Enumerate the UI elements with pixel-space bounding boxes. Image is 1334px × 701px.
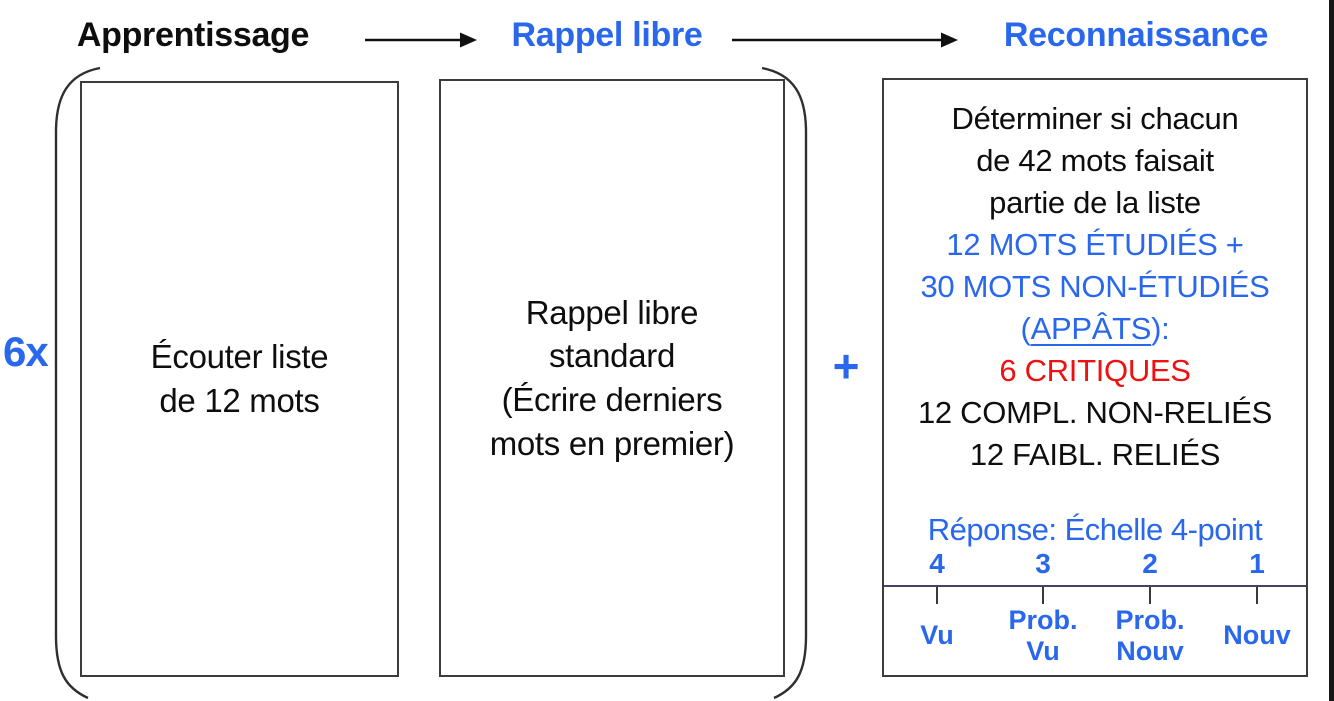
lures-line: (APPÂTS):: [884, 308, 1306, 350]
critical-lures-line: 6 CRITIQUES: [999, 353, 1191, 388]
lures-close-paren: ):: [1151, 311, 1170, 346]
scale-label-probably-new-line-2: Nouv: [1116, 636, 1184, 666]
scale-label-new: Nouv: [1202, 604, 1312, 668]
recognition-box: Déterminer si chacun de 42 mots faisait …: [882, 78, 1308, 677]
arrowhead-learning-to-recall-icon: [460, 32, 477, 48]
learning-box-text: Écouter liste de 12 mots: [82, 83, 397, 675]
scale-tick-3: [1042, 587, 1044, 604]
scale-tick-2: [1149, 587, 1151, 604]
phase-title-free-recall: Rappel libre: [511, 16, 703, 54]
arrowhead-recall-to-recognition-icon: [941, 32, 958, 48]
recall-line-1: Rappel libre: [525, 293, 699, 331]
scale-label-probably-seen-line-1: Prob.: [1008, 604, 1078, 635]
scale-label-probably-seen: Prob. Vu: [988, 604, 1098, 668]
scale-number-4: 4: [929, 548, 945, 579]
recognition-intro-line-2: de 42 mots faisait: [976, 143, 1214, 178]
learning-box: Écouter liste de 12 mots: [80, 81, 399, 677]
recall-line-4: mots en premier): [489, 424, 735, 462]
scale-number-2: 2: [1142, 548, 1158, 579]
learning-line-1: Écouter liste: [150, 338, 329, 376]
recall-line-3: (Écrire derniers: [501, 381, 723, 418]
scale-label-probably-new-line-1: Prob.: [1115, 604, 1185, 635]
scale-tick-1: [1256, 587, 1258, 604]
scale-number-1: 1: [1249, 548, 1265, 579]
studied-words-line: 12 MOTS ÉTUDIÉS +: [946, 227, 1244, 262]
unrelated-lures-line: 12 COMPL. NON-RELIÉS: [917, 395, 1273, 430]
free-recall-box: Rappel libre standard (Écrire derniers m…: [439, 79, 785, 677]
lures-open-paren: (: [1020, 311, 1031, 346]
lures-word: APPÂTS: [1030, 311, 1152, 346]
recognition-intro-line-3: partie de la liste: [989, 185, 1201, 220]
repeat-6x-label: 6x: [3, 328, 49, 375]
scale-tick-4: [936, 587, 938, 604]
scale-label-seen: Vu: [882, 604, 992, 668]
scale-label-probably-new: Prob. Nouv: [1095, 604, 1205, 668]
learning-line-2: de 12 mots: [159, 382, 320, 419]
scale-number-3: 3: [1035, 548, 1051, 579]
scale-axis-line: [884, 585, 1306, 587]
phase-title-recognition: Reconnaissance: [1003, 16, 1269, 54]
slide-right-border: [1329, 0, 1334, 701]
scale-label-probably-seen-line-2: Vu: [1026, 636, 1060, 666]
recall-line-2: standard: [548, 337, 676, 375]
recognition-box-text: Déterminer si chacun de 42 mots faisait …: [884, 80, 1306, 476]
phase-title-learning: Apprentissage: [76, 16, 310, 54]
response-scale-title: Réponse: Échelle 4-point: [927, 512, 1263, 547]
recognition-intro-line-1: Déterminer si chacun: [951, 101, 1239, 136]
scale-label-seen-line-1: Vu: [920, 620, 954, 651]
scale-label-new-line-1: Nouv: [1223, 620, 1291, 651]
nonstudied-words-line: 30 MOTS NON-ÉTUDIÉS: [920, 269, 1270, 304]
plus-sign: +: [832, 340, 860, 392]
weakly-related-lures-line: 12 FAIBL. RELIÉS: [969, 437, 1221, 472]
free-recall-box-text: Rappel libre standard (Écrire derniers m…: [441, 81, 783, 675]
